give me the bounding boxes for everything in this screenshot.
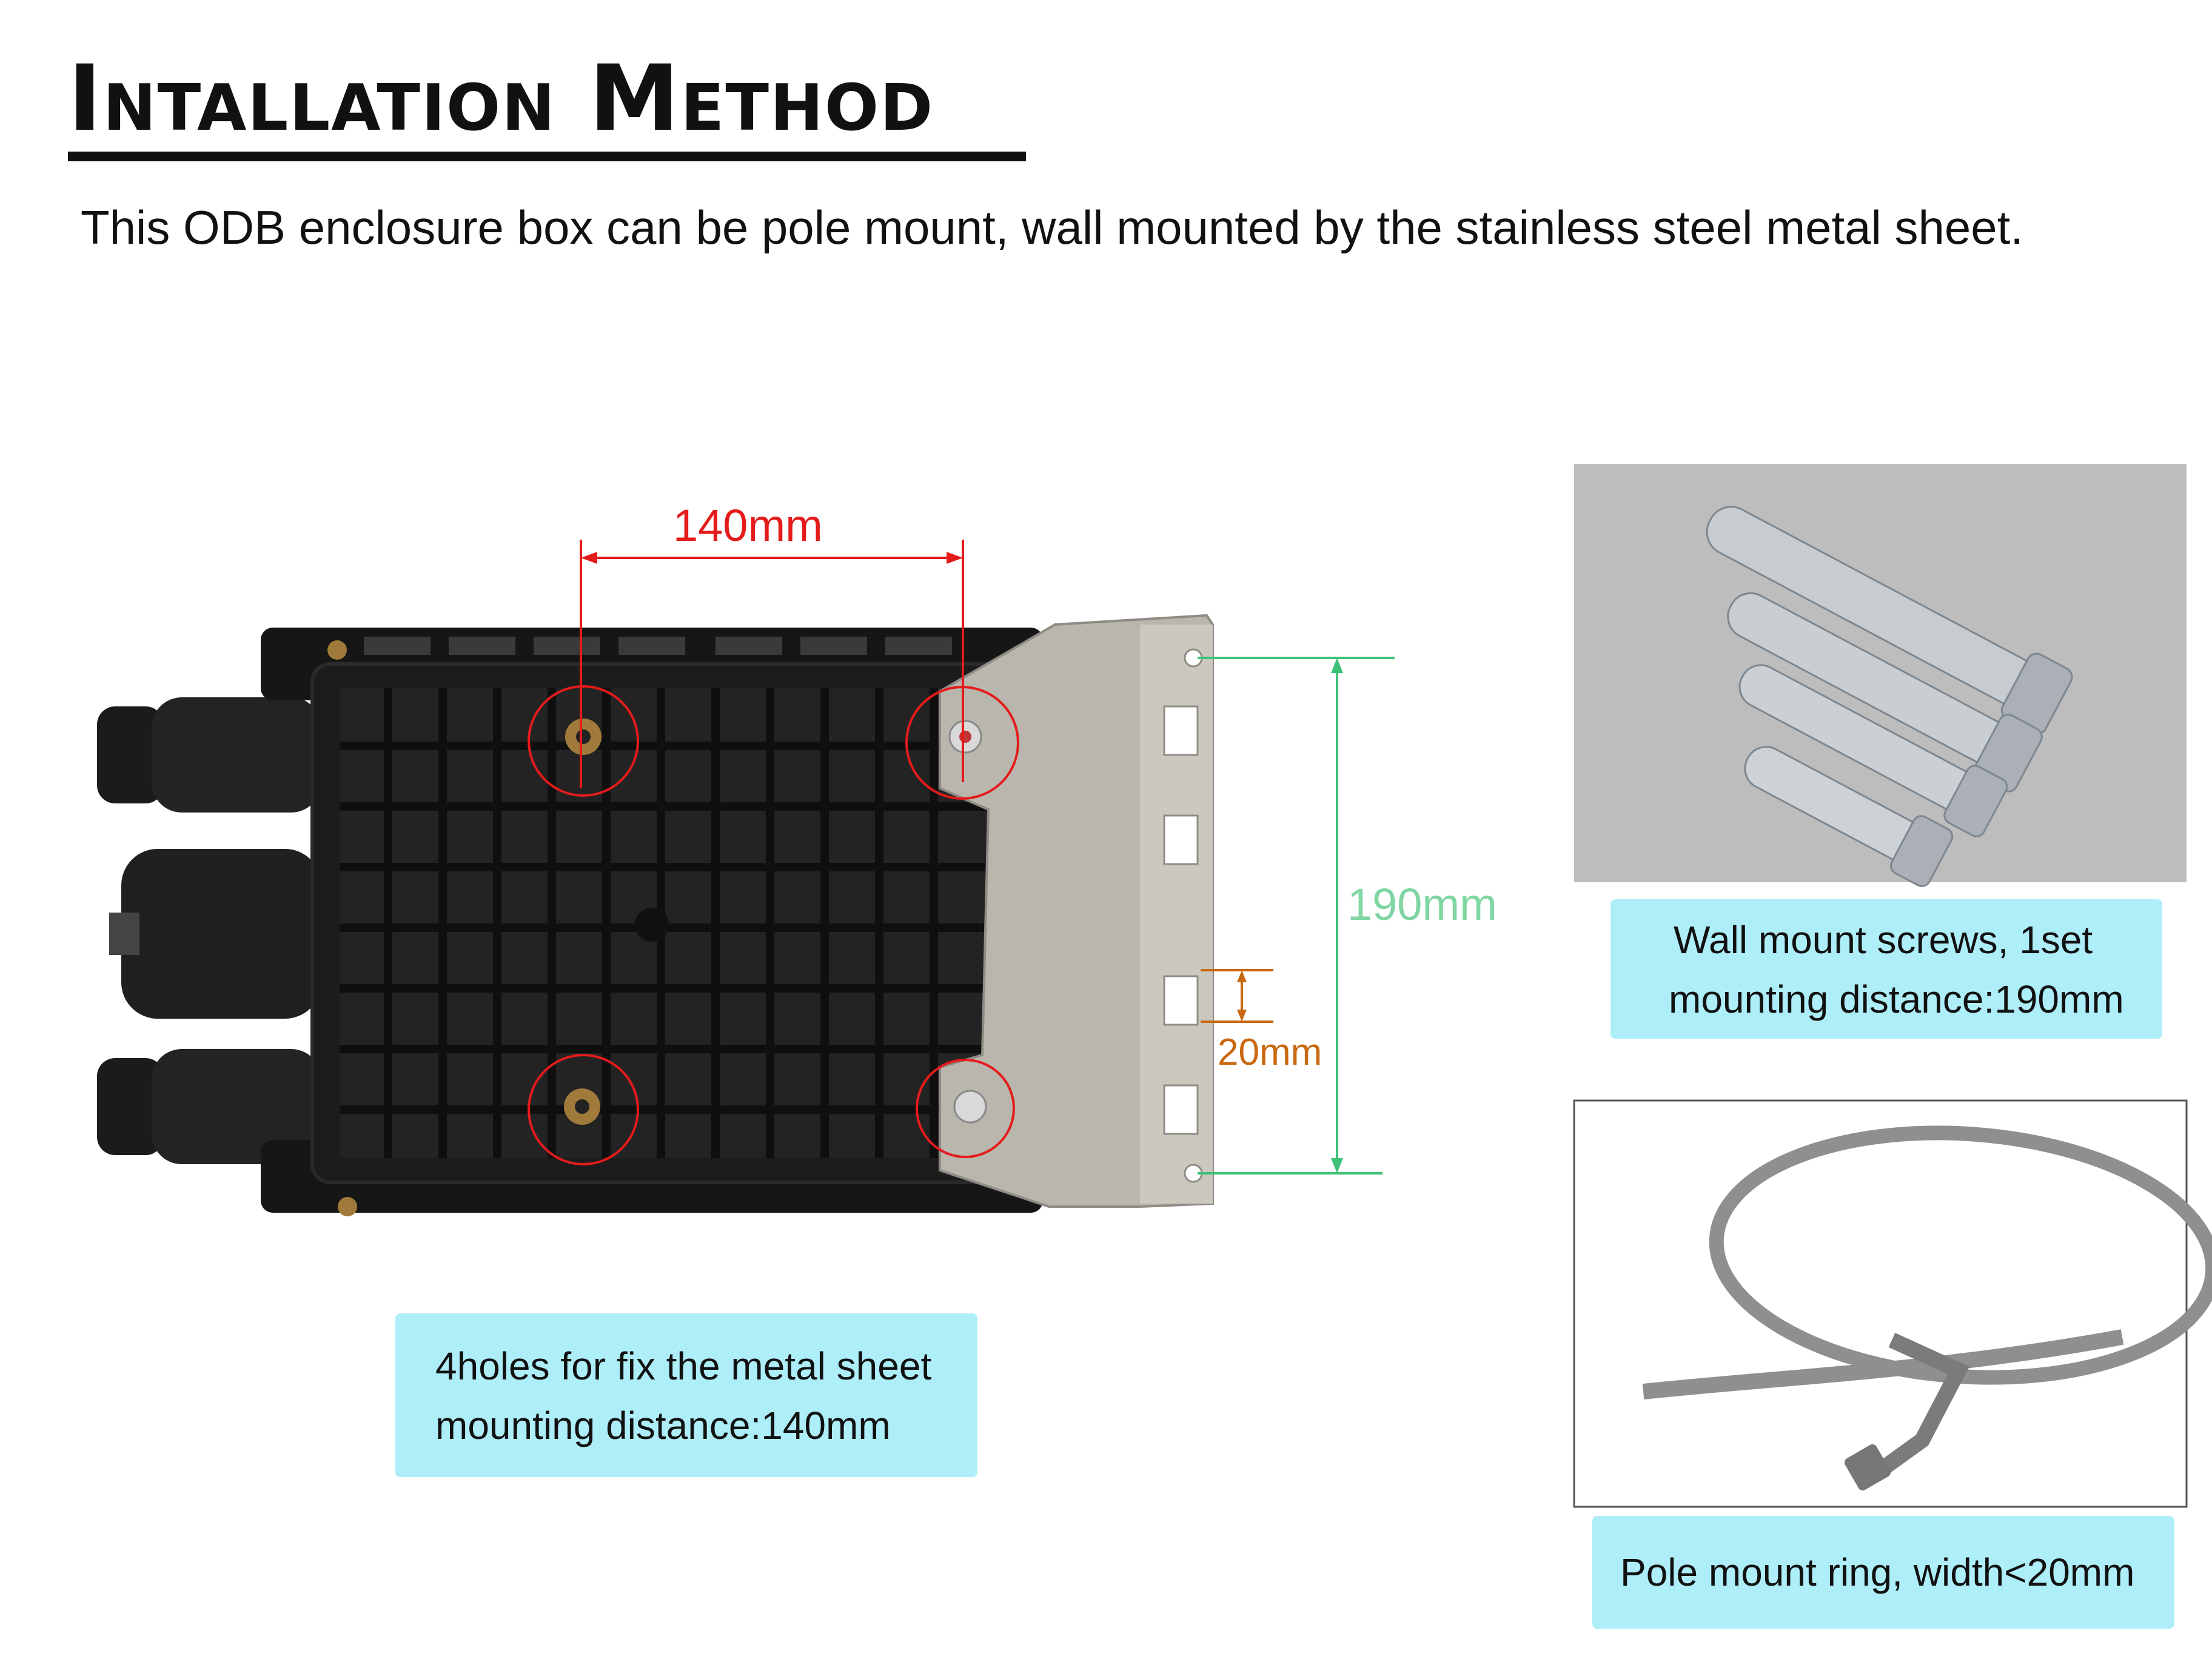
wall-screws-caption: Wall mount screws, 1set mounting distanc…	[1610, 899, 2162, 1039]
wall-screws-caption-line2: mounting distance:190mm	[1669, 977, 2124, 1021]
dimension-140-lines	[580, 540, 964, 788]
holes-caption: 4holes for fix the metal sheet mounting …	[395, 1313, 977, 1477]
stainless-bracket	[939, 614, 1214, 1208]
dimension-190-lines	[1198, 657, 1395, 1175]
screws-photo	[1574, 464, 2187, 887]
enclosure-body	[97, 628, 1043, 1216]
dimension-140-label: 140mm	[673, 500, 823, 551]
holes-caption-line1: 4holes for fix the metal sheet	[435, 1344, 932, 1388]
pole-ring-caption-line1: Pole mount ring, width<20mm	[1620, 1550, 2135, 1594]
holes-caption-line2: mounting distance:140mm	[435, 1404, 891, 1447]
page-description: This ODB enclosure box can be pole mount…	[81, 201, 2024, 254]
dimension-20-label: 20mm	[1218, 1031, 1322, 1073]
dimension-20-lines	[1201, 969, 1273, 1023]
pole-ring-caption: Pole mount ring, width<20mm	[1592, 1516, 2174, 1629]
dimension-190-label: 190mm	[1347, 879, 1497, 930]
ring-photo	[1573, 1099, 2212, 1508]
page-title: Intallation Method	[68, 46, 934, 152]
wall-screws-caption-line1: Wall mount screws, 1set	[1674, 918, 2093, 962]
title-underline	[68, 152, 1026, 161]
